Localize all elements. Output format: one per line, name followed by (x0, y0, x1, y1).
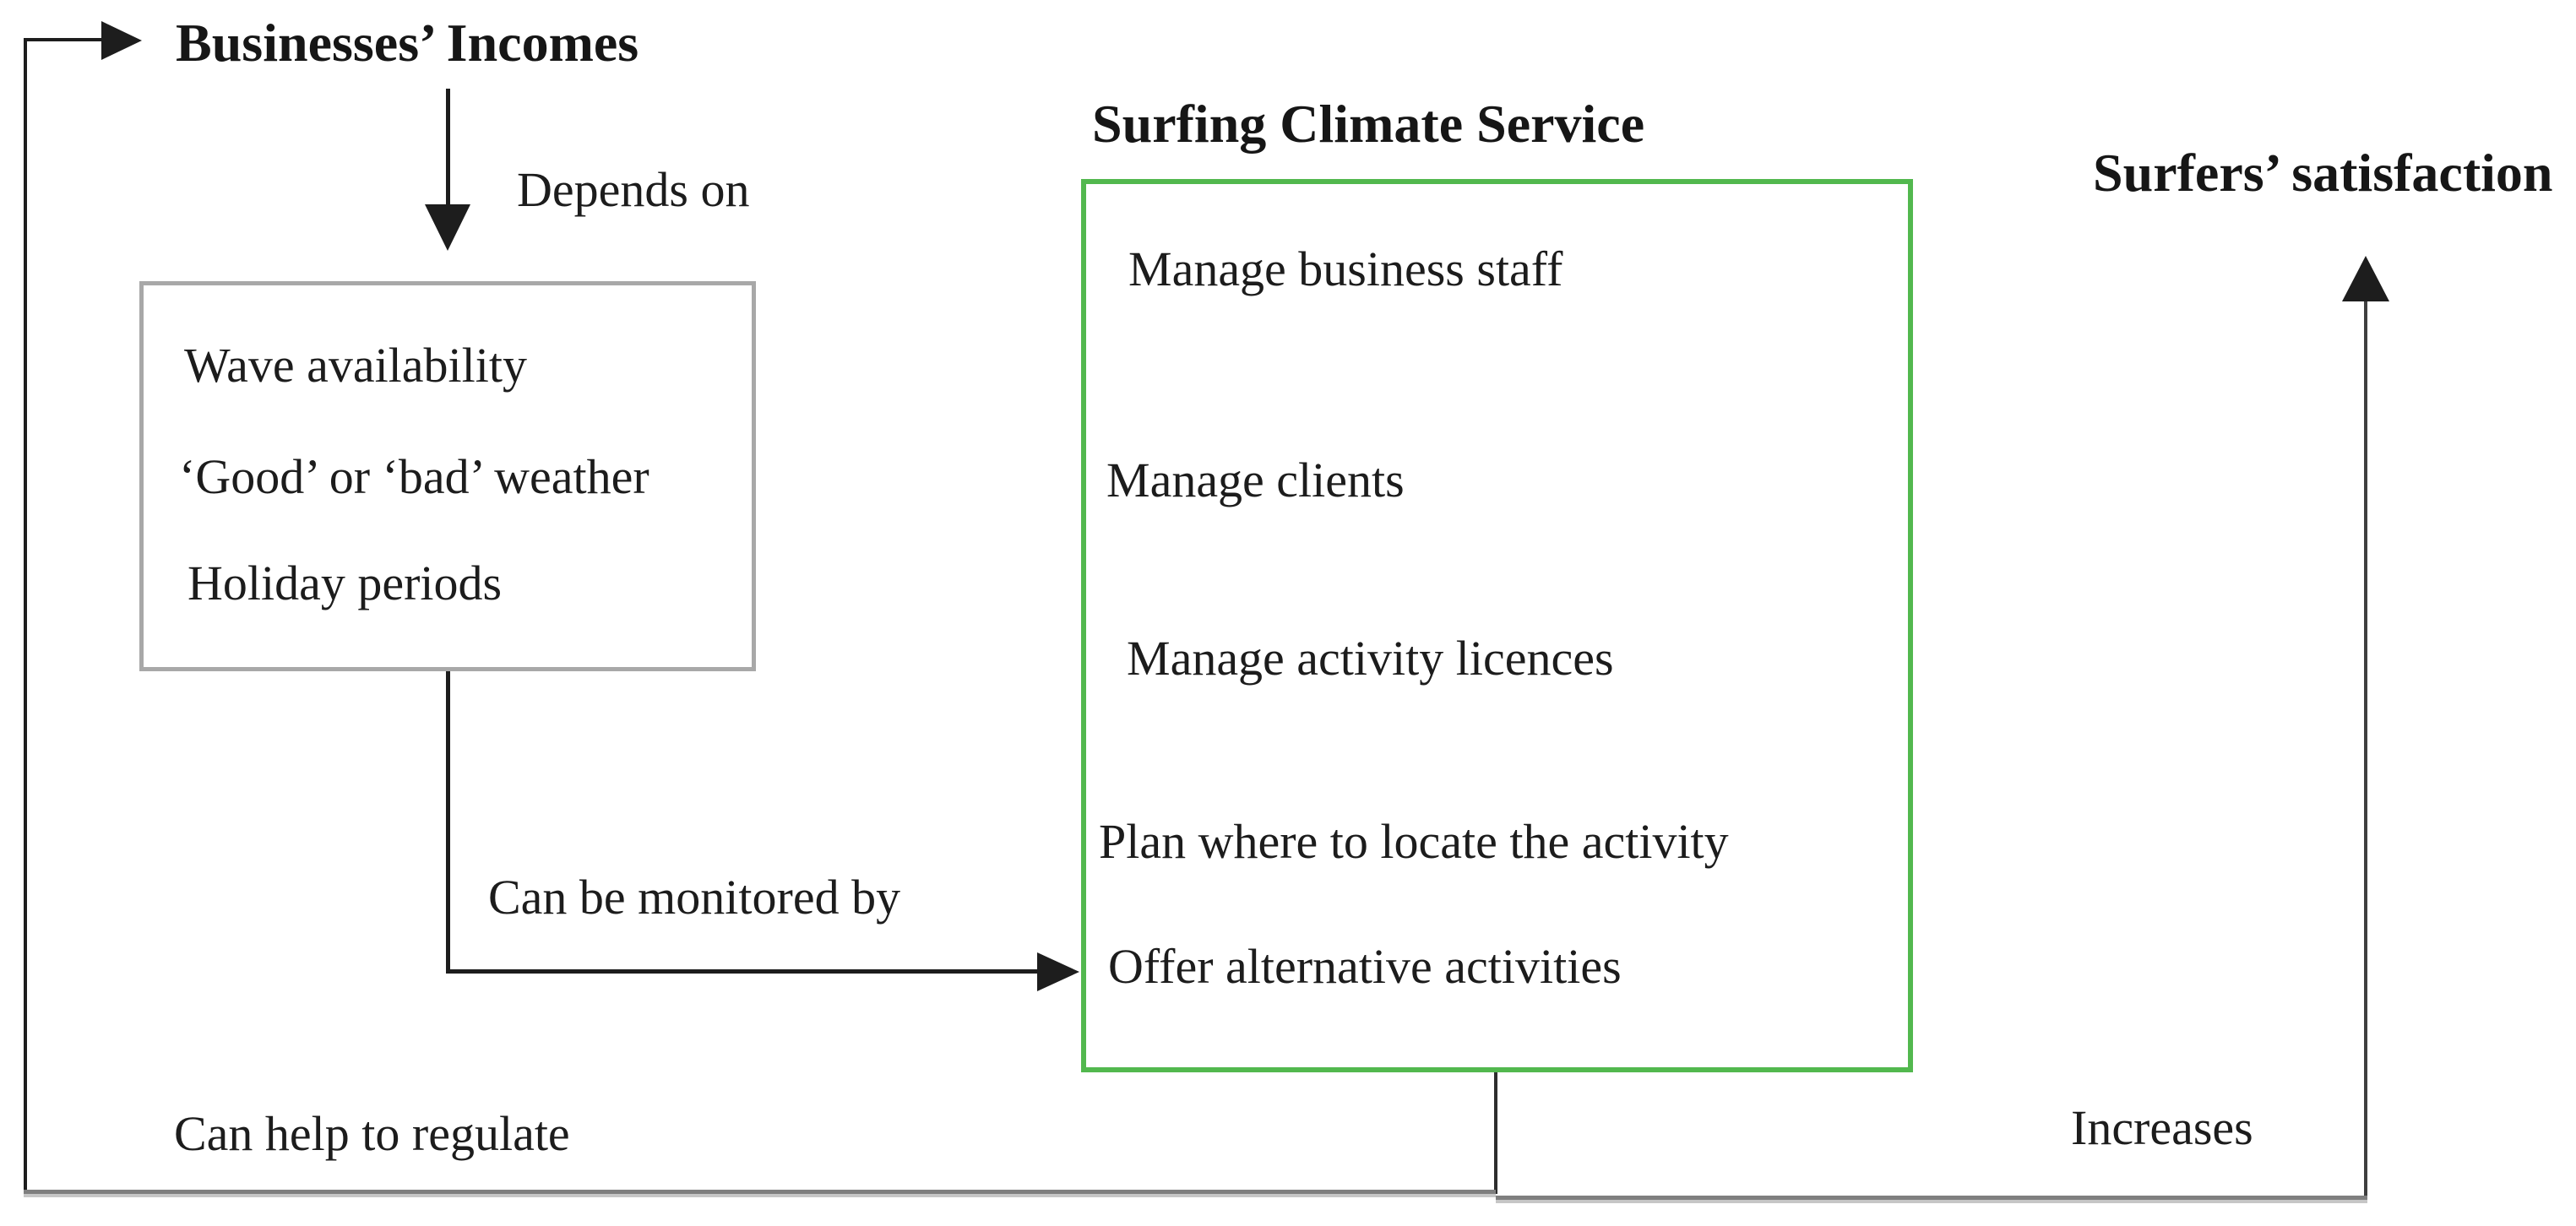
edge-monitored-vertical-line (446, 671, 450, 973)
edge-increases-vertical-line (2364, 300, 2367, 1196)
scs-item-manage-clients: Manage clients (1106, 453, 1405, 507)
scs-item-offer-alternative-activities: Offer alternative activities (1108, 939, 1622, 994)
factors-box: Wave availability ‘Good’ or ‘bad’ weathe… (139, 281, 756, 671)
edge-monitored-horizontal-line (446, 969, 1037, 974)
factor-wave-availability: Wave availability (184, 338, 527, 393)
arrowhead-right-icon (1037, 952, 1079, 991)
scs-box-title: Surfing Climate Service (1092, 94, 1645, 154)
arrowhead-down-icon (425, 204, 470, 251)
scs-item-manage-activity-licences: Manage activity licences (1127, 631, 1614, 686)
edge-regulate-top-line (24, 38, 101, 41)
edge-label-depends-on: Depends on (517, 162, 750, 217)
scs-item-plan-where-to-locate: Plan where to locate the activity (1099, 814, 1729, 869)
surfing-climate-service-box: Manage business staff Manage clients Man… (1081, 179, 1913, 1072)
edge-label-increases: Increases (2071, 1100, 2253, 1155)
arrowhead-right-icon (101, 21, 142, 60)
edge-label-can-be-monitored-by: Can be monitored by (488, 870, 901, 925)
edge-regulate-bottom-line (24, 1190, 1496, 1194)
edge-increases-bottom-line (1496, 1196, 2367, 1200)
edge-scs-drop-line (1494, 1072, 1497, 1194)
edge-regulate-vertical-line (24, 38, 27, 1193)
scs-item-manage-business-staff: Manage business staff (1128, 241, 1563, 296)
edge-depends-on-line (446, 89, 450, 204)
edge-label-can-help-to-regulate: Can help to regulate (174, 1106, 570, 1161)
arrowhead-up-icon (2342, 256, 2389, 301)
factor-good-bad-weather: ‘Good’ or ‘bad’ weather (179, 449, 649, 504)
factor-holiday-periods: Holiday periods (187, 556, 503, 610)
node-businesses-incomes: Businesses’ Incomes (176, 13, 639, 73)
node-surfers-satisfaction: Surfers’ satisfaction (2093, 143, 2553, 203)
